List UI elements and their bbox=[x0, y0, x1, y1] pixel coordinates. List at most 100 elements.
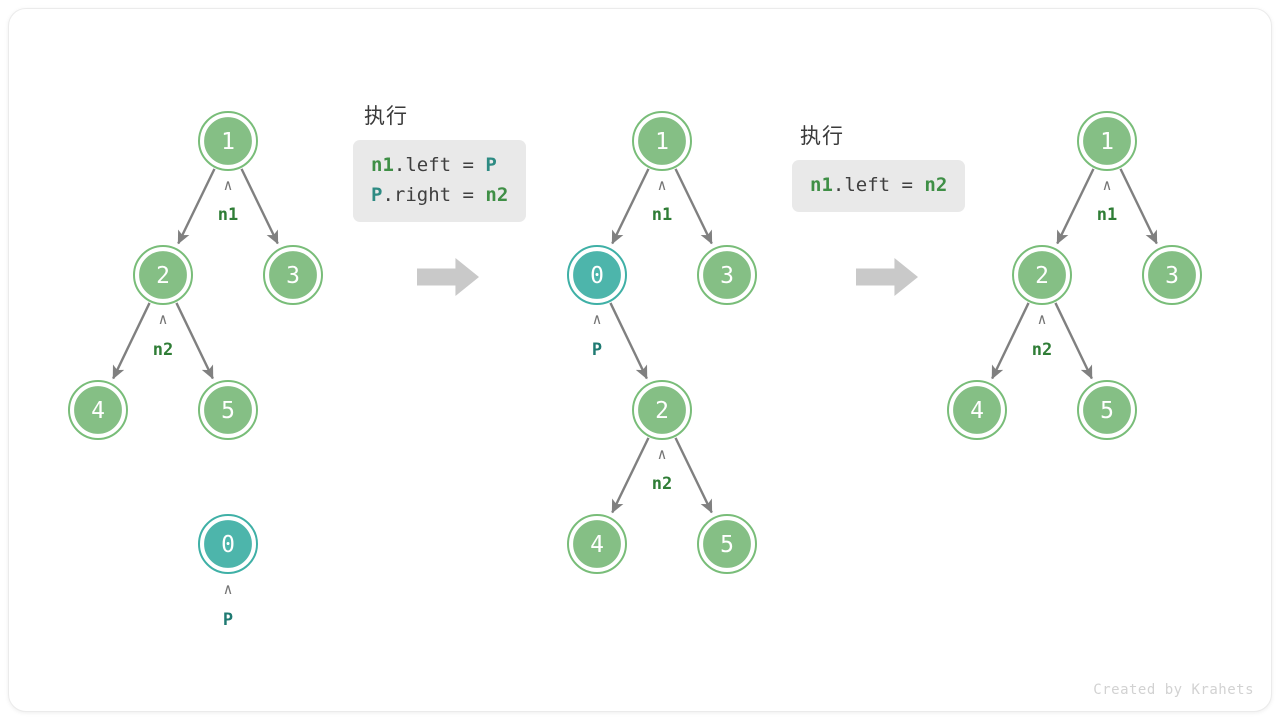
node-value: 2 bbox=[156, 263, 170, 289]
node-outer-ring bbox=[68, 380, 128, 440]
pointer-label-n1: n1 bbox=[651, 205, 673, 225]
node-circle bbox=[136, 248, 190, 302]
node-outer-ring bbox=[1077, 111, 1137, 171]
pointer-label-n1: n1 bbox=[1096, 205, 1118, 225]
code-token: n2 bbox=[924, 174, 948, 196]
tree-node[interactable]: 2 bbox=[632, 380, 692, 440]
node-circle bbox=[570, 517, 624, 571]
exec-heading: 执行 bbox=[800, 125, 844, 148]
node-value: 4 bbox=[590, 532, 604, 558]
code-token: .left = bbox=[393, 154, 486, 176]
tree-node[interactable]: 0 bbox=[567, 245, 627, 305]
tree-node[interactable]: 1 bbox=[1077, 111, 1137, 171]
node-outer-ring bbox=[1142, 245, 1202, 305]
transition-arrow-layer bbox=[417, 258, 918, 296]
tree-edge bbox=[240, 168, 279, 245]
node-value: 3 bbox=[1165, 263, 1179, 289]
code-token: .left = bbox=[832, 174, 925, 196]
node-outer-ring bbox=[1077, 380, 1137, 440]
credit-text: Created by Krahets bbox=[1093, 682, 1254, 698]
tree-edge bbox=[611, 168, 650, 245]
code-token: P bbox=[485, 154, 497, 176]
pointer-caret-icon: ∧ bbox=[158, 310, 168, 328]
tree-edge bbox=[674, 168, 713, 245]
code-token: n2 bbox=[485, 184, 509, 206]
tree-node[interactable]: 5 bbox=[697, 514, 757, 574]
node-outer-ring bbox=[198, 111, 258, 171]
tree-node[interactable]: 1 bbox=[198, 111, 258, 171]
node-circle bbox=[635, 383, 689, 437]
pointer-label-p: P bbox=[591, 340, 603, 360]
node-outer-ring bbox=[1012, 245, 1072, 305]
node-circle bbox=[1145, 248, 1199, 302]
tree-node[interactable]: 5 bbox=[1077, 380, 1137, 440]
pointer-caret-icon: ∧ bbox=[657, 445, 667, 463]
node-circle bbox=[1080, 114, 1134, 168]
node-value: 1 bbox=[655, 129, 669, 155]
tree-edge bbox=[1119, 168, 1158, 245]
tree-node[interactable]: 0 bbox=[198, 514, 258, 574]
tree-node[interactable]: 3 bbox=[1142, 245, 1202, 305]
node-value: 5 bbox=[1100, 398, 1114, 424]
code-snippet-box: n1.left = n2 bbox=[792, 160, 966, 212]
node-value: 3 bbox=[286, 263, 300, 289]
tree-edge bbox=[112, 302, 151, 380]
pointer-caret-icon: ∧ bbox=[1102, 176, 1112, 194]
node-value: 2 bbox=[1035, 263, 1049, 289]
code-line: P.right = n2 bbox=[371, 180, 508, 210]
tree-node[interactable]: 3 bbox=[263, 245, 323, 305]
node-value: 2 bbox=[655, 398, 669, 424]
node-circle bbox=[201, 517, 255, 571]
node-value: 1 bbox=[221, 129, 235, 155]
pointer-caret-icon: ∧ bbox=[223, 176, 233, 194]
code-token: .right = bbox=[382, 184, 486, 206]
tree-edge bbox=[1056, 168, 1095, 245]
node-circle bbox=[266, 248, 320, 302]
code-line: n1.left = n2 bbox=[810, 170, 947, 200]
node-value: 5 bbox=[720, 532, 734, 558]
node-circle bbox=[635, 114, 689, 168]
tree-edge bbox=[609, 302, 648, 380]
tree-node[interactable]: 3 bbox=[697, 245, 757, 305]
pointer-label-n1: n1 bbox=[217, 205, 239, 225]
node-value: 4 bbox=[91, 398, 105, 424]
node-value: 3 bbox=[720, 263, 734, 289]
node-value: 1 bbox=[1100, 129, 1114, 155]
tree-node[interactable]: 2 bbox=[1012, 245, 1072, 305]
tree-edge bbox=[175, 302, 214, 380]
node-circle bbox=[1080, 383, 1134, 437]
node-outer-ring bbox=[133, 245, 193, 305]
code-line: n1.left = P bbox=[371, 150, 508, 180]
code-token: n1 bbox=[371, 154, 394, 176]
node-outer-ring bbox=[263, 245, 323, 305]
node-circle bbox=[700, 517, 754, 571]
transition-arrow-icon bbox=[417, 258, 479, 296]
node-outer-ring bbox=[697, 245, 757, 305]
node-outer-ring bbox=[198, 380, 258, 440]
node-circle bbox=[700, 248, 754, 302]
code-token: n1 bbox=[810, 174, 833, 196]
node-circle bbox=[570, 248, 624, 302]
node-circle bbox=[1015, 248, 1069, 302]
tree-node[interactable]: 5 bbox=[198, 380, 258, 440]
tree-node[interactable]: 4 bbox=[567, 514, 627, 574]
edge-layer bbox=[112, 168, 1158, 514]
tree-edge bbox=[991, 302, 1030, 380]
pointer-label-n2: n2 bbox=[651, 474, 673, 494]
node-circle bbox=[201, 383, 255, 437]
exec-heading: 执行 bbox=[364, 105, 408, 128]
tree-node[interactable]: 2 bbox=[133, 245, 193, 305]
tree-edge bbox=[611, 437, 650, 514]
node-outer-ring bbox=[632, 111, 692, 171]
tree-node[interactable]: 4 bbox=[68, 380, 128, 440]
node-outer-ring bbox=[198, 514, 258, 574]
tree-node[interactable]: 4 bbox=[947, 380, 1007, 440]
pointer-label-p: P bbox=[222, 610, 234, 630]
node-value: 0 bbox=[590, 263, 604, 289]
tree-edge bbox=[177, 168, 216, 245]
tree-node[interactable]: 1 bbox=[632, 111, 692, 171]
pointer-label-n2: n2 bbox=[1031, 340, 1053, 360]
